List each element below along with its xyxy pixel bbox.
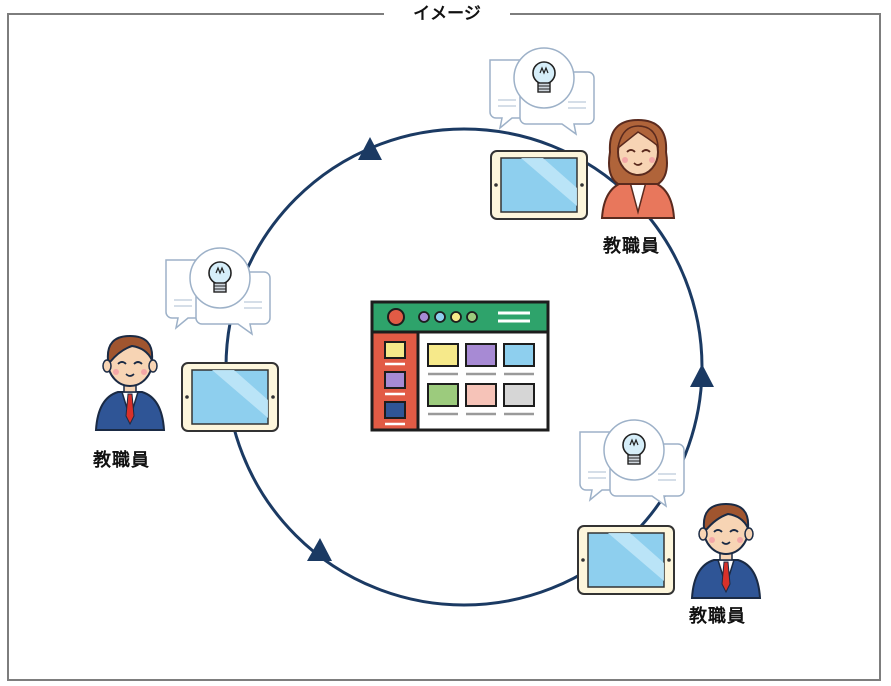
tablet-icon bbox=[181, 362, 279, 432]
person-icon bbox=[691, 503, 761, 599]
speech-bubble-icon bbox=[165, 247, 271, 335]
speech-bubble-icon bbox=[579, 419, 685, 507]
staff-label-top-right: 教職員 bbox=[603, 236, 660, 257]
dashboard-icon bbox=[370, 300, 550, 432]
staff-label-left: 教職員 bbox=[93, 450, 150, 471]
diagram-title: イメージ bbox=[384, 0, 510, 28]
person-icon bbox=[601, 119, 675, 219]
staff-label-bottom-right: 教職員 bbox=[689, 606, 746, 627]
speech-bubble-icon bbox=[489, 47, 595, 135]
cycle-arrow-bottom bbox=[307, 538, 332, 561]
person-icon bbox=[95, 335, 165, 431]
tablet-icon bbox=[577, 525, 675, 595]
cycle-arrow-top bbox=[358, 137, 382, 160]
cycle-arrow-right bbox=[690, 364, 714, 387]
tablet-icon bbox=[490, 150, 588, 220]
